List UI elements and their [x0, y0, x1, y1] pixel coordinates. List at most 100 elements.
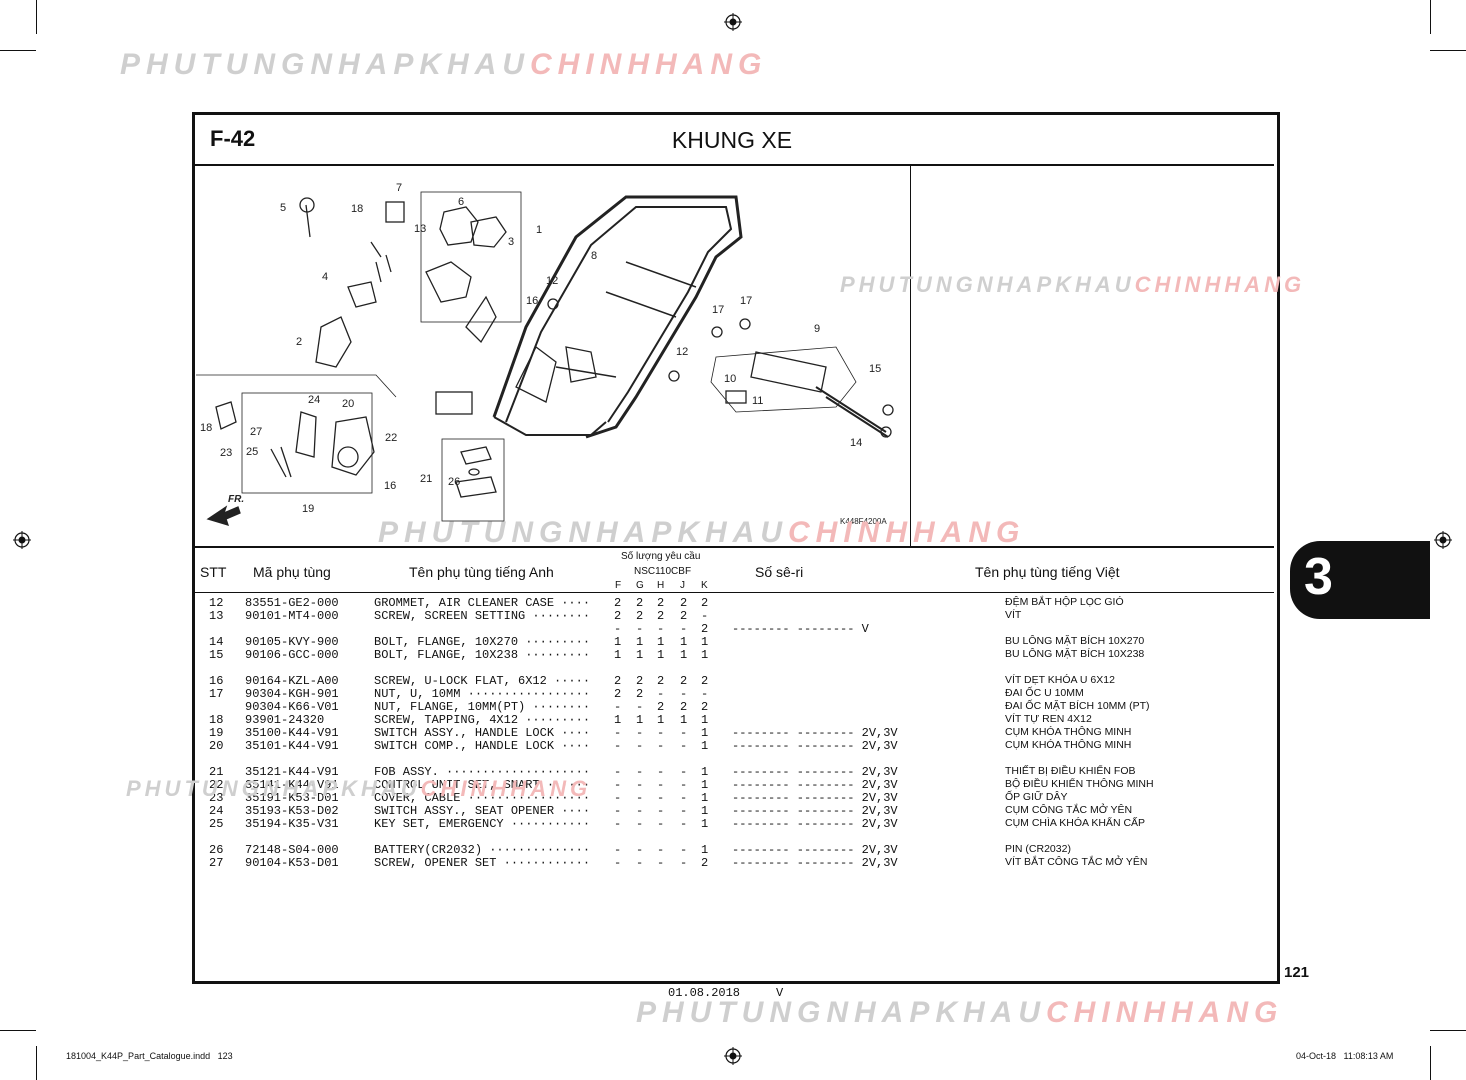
row-name-en: NUT, FLANGE, 10MM(PT) ········ [374, 700, 591, 714]
row-part-number: 90304-K66-V01 [245, 700, 339, 714]
row-qty: 2 [636, 609, 644, 623]
row-qty: 2 [680, 700, 688, 714]
row-name-en: SCREW, SCREEN SETTING ········ [374, 609, 591, 623]
row-name-vn: CỤM CÔNG TẮC MỞ YÊN [1005, 804, 1133, 816]
row-qty: - [614, 739, 622, 753]
header-qty: Số lượng yêu cầu [621, 551, 701, 562]
page-number: 121 [1284, 964, 1310, 981]
row-qty: - [680, 765, 688, 779]
row-name-en: SCREW, TAPPING, 4X12 ········· [374, 713, 591, 727]
crop-mark [1430, 50, 1466, 51]
row-qty: 2 [614, 674, 622, 688]
row-qty: 1 [701, 739, 709, 753]
row-name-en: SWITCH COMP., HANDLE LOCK ···· [374, 739, 591, 753]
callout: 23 [220, 447, 232, 459]
row-qty: 1 [636, 713, 644, 727]
chapter-number: 3 [1304, 548, 1333, 606]
callout: 16 [384, 480, 396, 492]
callout: 7 [396, 182, 402, 194]
callout: 11 [752, 395, 763, 407]
row-qty: 2 [680, 596, 688, 610]
callout: 20 [342, 398, 354, 410]
row-qty: - [680, 791, 688, 805]
row-name-en: COVER, CABLE ················· [374, 791, 591, 805]
row-name-vn: CỤM KHÓA THÔNG MINH [1005, 726, 1132, 738]
row-qty: 2 [701, 596, 709, 610]
row-stt: 19 [209, 726, 224, 740]
header-qty-col: G [636, 580, 644, 591]
row-qty: 2 [614, 687, 622, 701]
row-serial: -------- -------- 2V,3V [732, 843, 898, 857]
callout: 22 [385, 432, 397, 444]
row-qty: - [614, 804, 622, 818]
header-name-en: Tên phụ tùng tiếng Anh [409, 564, 554, 580]
row-qty: 2 [614, 609, 622, 623]
row-qty: - [636, 804, 644, 818]
row-qty: - [680, 856, 688, 870]
row-stt: 18 [209, 713, 224, 727]
callout: 12 [676, 346, 688, 358]
row-qty: 1 [636, 648, 644, 662]
row-qty: 2 [657, 609, 665, 623]
row-part-number: 93901-24320 [245, 713, 325, 727]
catalogue-frame [192, 112, 1280, 984]
row-qty: - [657, 804, 665, 818]
row-part-number: 35191-K53-D01 [245, 791, 339, 805]
row-stt: 16 [209, 674, 224, 688]
row-qty: - [657, 778, 665, 792]
row-serial: -------- -------- 2V,3V [732, 856, 898, 870]
crop-mark [1430, 1030, 1466, 1031]
row-part-number: 35194-K35-V31 [245, 817, 339, 831]
row-stt: 21 [209, 765, 224, 779]
header-model: NSC110CBF [634, 566, 692, 577]
row-qty: 2 [680, 609, 688, 623]
row-stt: 27 [209, 856, 224, 870]
row-qty: 1 [614, 648, 622, 662]
row-serial: -------- -------- 2V,3V [732, 765, 898, 779]
row-name-en: GROMMET, AIR CLEANER CASE ···· [374, 596, 591, 610]
watermark: PHUTUNGNHAPKHAUCHINHHANG [840, 272, 1306, 297]
row-qty: - [657, 856, 665, 870]
header-part-no: Mã phụ tùng [253, 564, 331, 580]
callout: 15 [869, 363, 881, 375]
row-qty: 1 [614, 635, 622, 649]
row-name-vn: ỐP GIỮ DÂY [1005, 791, 1068, 803]
header-qty-col: H [657, 580, 665, 591]
row-qty: 1 [701, 713, 709, 727]
row-qty: 1 [657, 635, 665, 649]
row-qty: - [636, 700, 644, 714]
row-part-number: 72148-S04-000 [245, 843, 339, 857]
callout: 17 [712, 304, 724, 316]
row-qty: 2 [657, 596, 665, 610]
row-qty: 2 [636, 674, 644, 688]
callout: 26 [448, 476, 460, 488]
callout: 12 [546, 275, 558, 287]
row-qty: 1 [701, 791, 709, 805]
row-name-vn: THIẾT BỊ ĐIỀU KHIỂN FOB [1005, 765, 1136, 777]
callout: 25 [246, 446, 258, 458]
row-stt: 24 [209, 804, 224, 818]
row-qty: 1 [701, 635, 709, 649]
row-qty: - [636, 765, 644, 779]
row-qty: 1 [636, 635, 644, 649]
callout: 10 [724, 373, 736, 385]
title-divider [195, 164, 1274, 166]
callout: 1 [536, 224, 542, 236]
row-qty: - [680, 687, 688, 701]
row-qty: 2 [680, 674, 688, 688]
row-name-en: NUT, U, 10MM ················· [374, 687, 591, 701]
parts-diagram: 5 18 7 6 13 3 1 8 4 12 16 2 17 17 9 12 1… [196, 182, 894, 526]
row-stt: 20 [209, 739, 224, 753]
row-part-number: 35141-K44-V91 [245, 778, 339, 792]
row-name-en: SWITCH ASSY., HANDLE LOCK ···· [374, 726, 591, 740]
header-qty-col: K [701, 580, 708, 591]
watermark: PHUTUNGNHAPKHAUCHINHHANG [120, 48, 768, 81]
row-name-vn: VÍT [1005, 609, 1022, 621]
row-qty: 1 [701, 648, 709, 662]
row-stt: 12 [209, 596, 224, 610]
row-qty: - [636, 778, 644, 792]
callout: 18 [351, 203, 363, 215]
row-qty: 1 [701, 765, 709, 779]
chapter-tab: 3 [1290, 541, 1430, 619]
row-qty: - [614, 765, 622, 779]
